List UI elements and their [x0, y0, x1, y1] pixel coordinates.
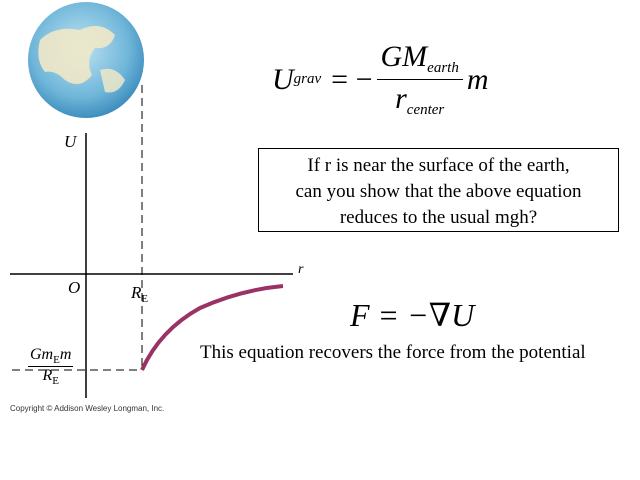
surface-potential-label: GmEm RE: [28, 346, 74, 387]
question-box: If r is near the surface of the earth, c…: [258, 148, 619, 232]
force-gradient-equation: F = −∇U: [350, 297, 475, 333]
question-line: can you show that the above equation: [295, 181, 582, 202]
copyright-text: Copyright © Addison Wesley Longman, Inc.: [10, 404, 165, 413]
force-caption: This equation recovers the force from th…: [200, 342, 586, 363]
potential-curve: [140, 284, 284, 371]
origin-label: O: [68, 278, 81, 297]
u-axis-label: U: [64, 132, 77, 151]
question-line: reduces to the usual mgh?: [339, 207, 538, 228]
earth-globe-icon: [28, 2, 144, 118]
r-axis-label: r: [298, 262, 304, 277]
question-line: If r is near the surface of the earth,: [307, 155, 570, 176]
earth-radius-label: RE: [131, 283, 149, 305]
